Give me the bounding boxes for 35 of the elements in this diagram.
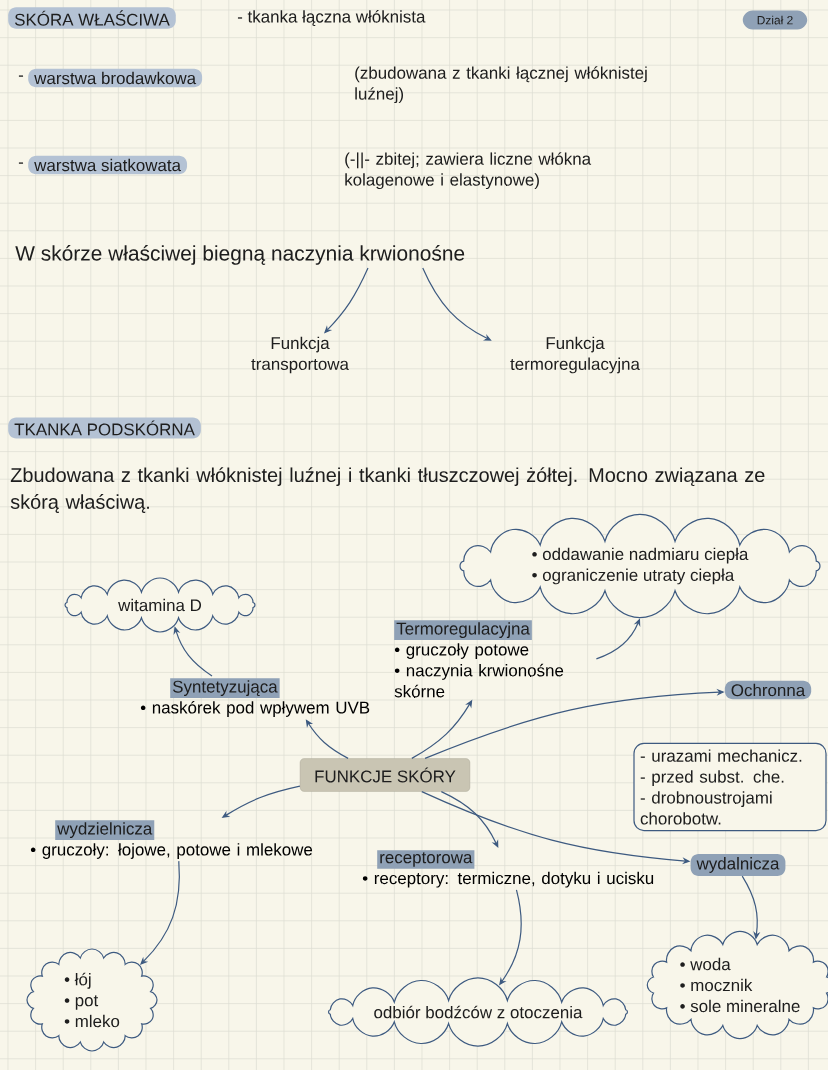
node-label: • sole mineralne (680, 999, 800, 1013)
node-label: • mocznik (680, 978, 753, 992)
central-box: FUNKCJE SKÓRY (299, 758, 471, 792)
dash-text: - (18, 75, 24, 77)
node-label: • gruczoły: łojowe, potowe i mlekowe (30, 843, 313, 859)
note-text: (-||- zbitej; zawiera liczne włókna kolagenowe i elastynowe) (345, 152, 592, 190)
function-group: receptorowa • receptory: termiczne, dotyku i ucisku (362, 850, 654, 888)
cloud-bubble: • łój • pot • mleko (26, 948, 158, 1052)
cloud-bubble: witamina D (64, 577, 256, 633)
cloud-bubble: • woda • mocznik • sole mineralne (646, 930, 828, 1040)
note-text: Zbudowana z tkanki włóknistej luźnej i tkanki tłuszczowej żółtej. Mocno związana ze skórą właściwą. (10, 467, 765, 513)
highlighted-heading: SKÓRA WŁAŚCIWA (8, 7, 176, 29)
node-label: • oddawanie nadmiaru ciepła (532, 547, 749, 564)
function-text: Funkcja termoregulacyjna (510, 336, 640, 374)
arrow (440, 791, 499, 848)
note-text: - tkanka łączna włóknista (237, 10, 426, 26)
cloud-bubble: • oddawanie nadmiaru ciepła • ograniczenie utraty ciepła (459, 513, 821, 619)
arrow (422, 267, 492, 341)
function-text: Funkcja transportowa (251, 336, 349, 374)
function-group: Termoregulacyjna • gruczoły potowe • naczynia krwionośne skórne (394, 620, 564, 698)
bracket-box: - urazami mechanicz. - przed subst. che. - drobnoustrojami chorobotw. (633, 742, 827, 832)
node-label: • receptory: termiczne, dotyku i ucisku (362, 871, 654, 888)
cloud-bubble: odbiór bodźców z otoczenia (327, 977, 629, 1047)
function-group: Syntetyzująca • naskórek pod wpływem UVB (140, 678, 370, 717)
dash-text: - (18, 162, 24, 164)
node-label: • ograniczenie utraty ciepła (532, 568, 735, 585)
arrow (305, 719, 349, 759)
sentence-text: W skórze właściwej biegną naczynia krwionośne (15, 245, 465, 265)
node-label: • gruczoły potowe (394, 643, 529, 659)
note-text: (zbudowana z tkanki łącznej włóknistej luźnej) (355, 66, 647, 104)
highlighted-heading: wydalnicza (690, 854, 786, 876)
function-group: wydzielnicza • gruczoły: łojowe, potowe i mlekowe (30, 820, 313, 859)
node-label: • woda (680, 957, 731, 971)
node-label: • naczynia krwionośne skórne (394, 663, 564, 698)
node-label: • naskórek pod wpływem UVB (140, 700, 370, 717)
